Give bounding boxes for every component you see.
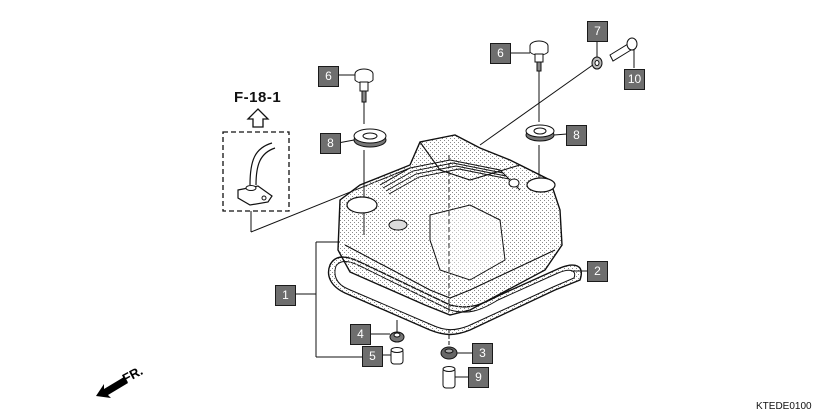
collar-9 (442, 366, 456, 389)
callout-10[interactable]: 10 (624, 69, 645, 90)
callout-3[interactable]: 3 (472, 343, 493, 364)
callout-4[interactable]: 4 (350, 324, 371, 345)
grommet-3 (440, 346, 458, 360)
callout-6-left[interactable]: 6 (318, 66, 339, 87)
washer-7 (591, 56, 603, 70)
seal-8-right (525, 124, 555, 142)
callout-7[interactable]: 7 (587, 21, 608, 42)
front-direction-arrow-icon (96, 377, 128, 398)
figure-code: KTEDE0100 (756, 401, 812, 412)
collar-5 (390, 347, 404, 365)
bolt-10 (609, 37, 638, 68)
callout-1[interactable]: 1 (275, 285, 296, 306)
grommet-4 (389, 331, 405, 343)
callout-9[interactable]: 9 (468, 367, 489, 388)
callout-6-right[interactable]: 6 (490, 43, 511, 64)
reference-link-f-18-1[interactable]: F-18-1 (234, 89, 282, 106)
breather-tube-inset (222, 131, 290, 232)
callout-8-right[interactable]: 8 (566, 125, 587, 146)
callout-5[interactable]: 5 (362, 346, 383, 367)
up-arrow-icon[interactable] (246, 108, 270, 128)
callout-leaders (337, 40, 598, 378)
cylinder-head-cover (327, 134, 582, 336)
callout-8-left[interactable]: 8 (320, 133, 341, 154)
seal-8-left (353, 128, 387, 148)
callout-2[interactable]: 2 (587, 261, 608, 282)
bolt-6-right (529, 40, 549, 72)
bolt-6-left (354, 68, 374, 103)
